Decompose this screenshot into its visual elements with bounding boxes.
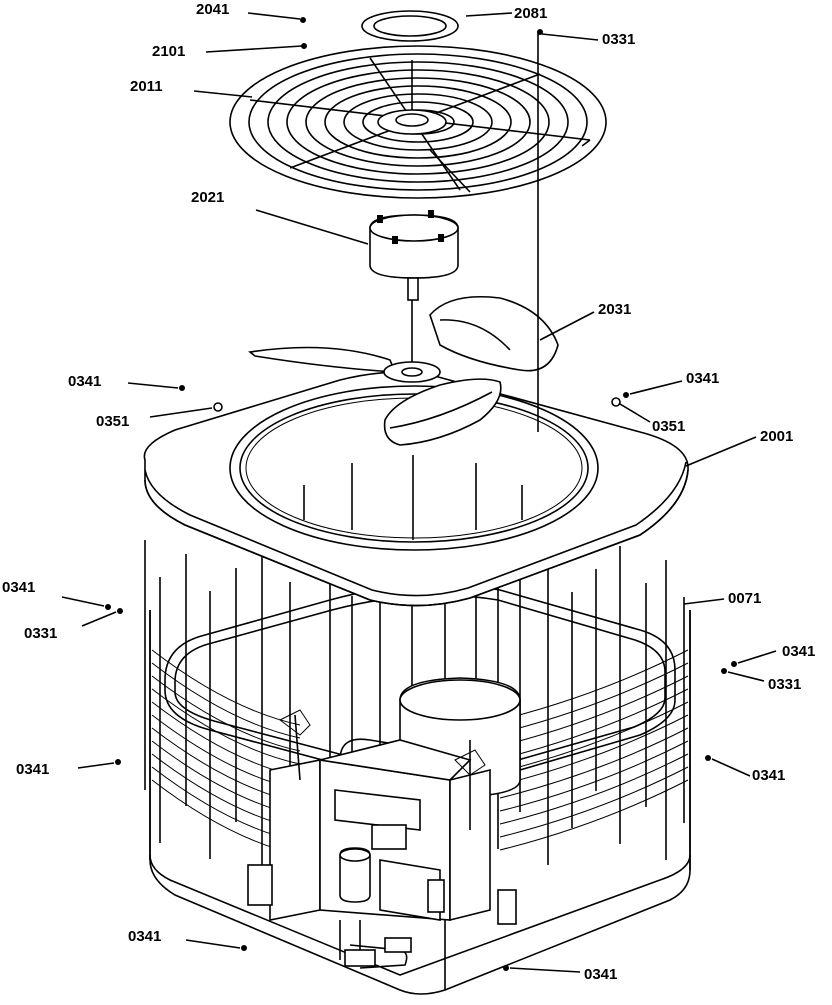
coil-fin [499, 662, 689, 734]
callout-labels: 2041 2081 0331 2101 2011 2021 2031 0341 … [2, 1, 815, 983]
control-box [247, 709, 517, 969]
callout-2011: 2011 [130, 78, 163, 95]
callout-0341: 0341 [584, 966, 617, 983]
grille-ring [267, 61, 569, 183]
fan-guard-grille [229, 45, 607, 199]
callout-0341: 0341 [128, 928, 161, 945]
callout-2081: 2081 [514, 5, 547, 22]
callout-2041: 2041 [196, 1, 229, 18]
callout-0351: 0351 [96, 413, 129, 430]
coil-fin [151, 701, 301, 778]
callout-0341: 0341 [686, 370, 719, 387]
callout-2001: 2001 [760, 428, 793, 445]
coil-fin [151, 688, 301, 765]
callout-2031: 2031 [598, 301, 631, 318]
fan-blade [248, 295, 559, 446]
callout-0331: 0331 [768, 676, 801, 693]
callout-0341: 0341 [68, 373, 101, 390]
grille-ring [324, 85, 512, 159]
coil-fin [151, 662, 301, 739]
fan-motor [369, 210, 459, 301]
grille-ring [286, 69, 550, 175]
callout-0331: 0331 [24, 625, 57, 642]
grille-ring [229, 45, 607, 199]
callout-2101: 2101 [152, 43, 185, 60]
callout-0341: 0341 [16, 761, 49, 778]
callout-0341: 0341 [782, 643, 815, 660]
callout-0341: 0341 [2, 579, 35, 596]
callout-0331: 0331 [602, 31, 635, 48]
panel-studs [303, 455, 523, 540]
grille-ring [362, 101, 474, 143]
grille-ring [248, 53, 588, 191]
callout-0351: 0351 [652, 418, 685, 435]
grille-ring [343, 93, 493, 151]
top-orifice-ring [361, 10, 459, 42]
coil-fin [151, 649, 301, 726]
grille-ring [305, 77, 531, 167]
callout-0341: 0341 [752, 767, 785, 784]
callout-0071: 0071 [728, 590, 761, 607]
callout-2021: 2021 [191, 189, 224, 206]
top-panel [143, 370, 689, 607]
callout-leaders [61, 12, 777, 973]
